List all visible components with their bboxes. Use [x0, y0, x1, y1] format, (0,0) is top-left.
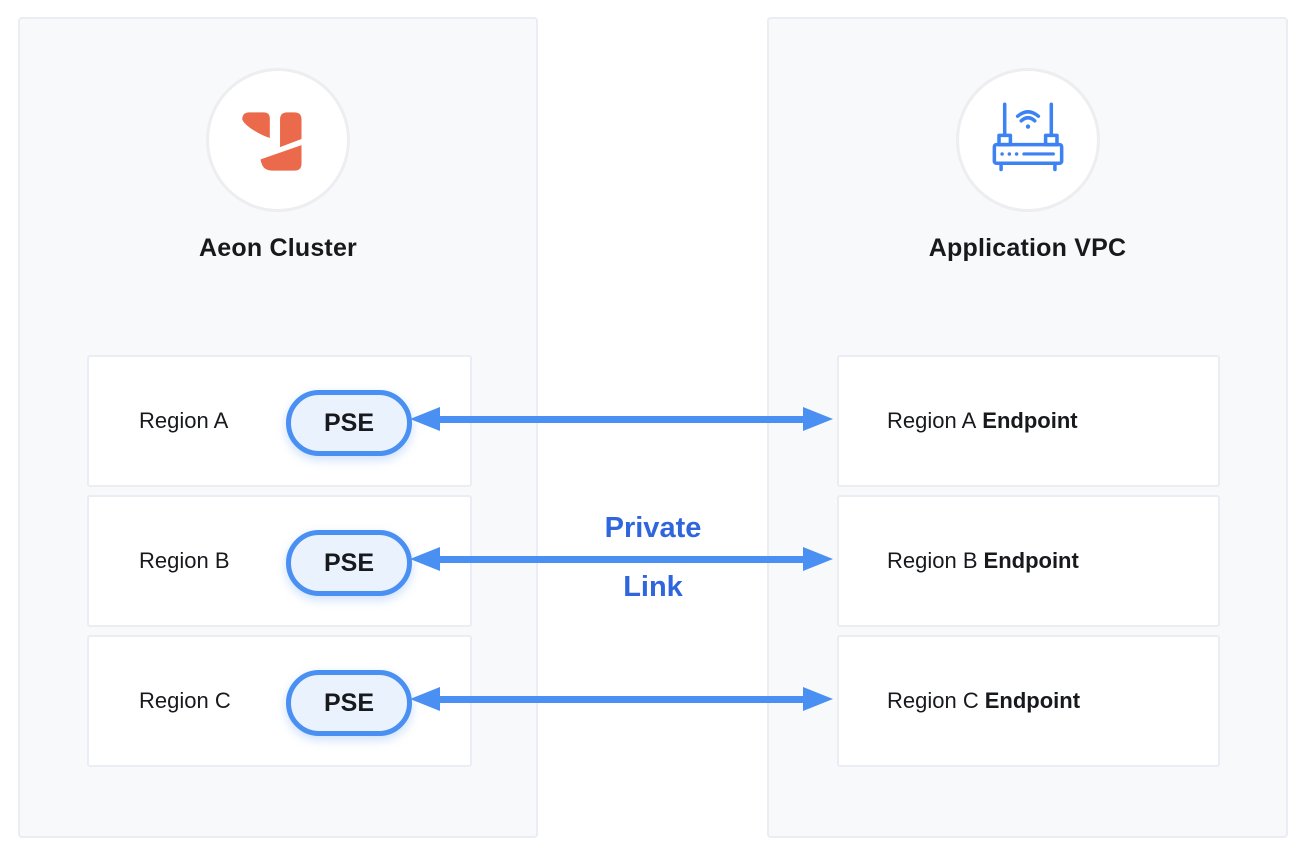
region-c-label: Region C	[139, 688, 231, 713]
arrow-line	[434, 415, 809, 423]
aeon-cluster-title: Aeon Cluster	[199, 234, 357, 262]
arrowhead-right-icon	[803, 547, 833, 571]
private-link-label-line1: Private	[604, 512, 702, 544]
region-b-endpoint-region: Region B	[887, 548, 978, 573]
region-b-pse-row: Region B PSE	[87, 495, 472, 627]
private-link-label-line2: Link	[623, 571, 683, 603]
pse-badge: PSE	[286, 530, 412, 596]
application-vpc-title: Application VPC	[928, 234, 1127, 262]
router-circle	[955, 68, 1100, 212]
region-a-endpoint-suffix: Endpoint	[982, 408, 1078, 433]
arrowhead-right-icon	[803, 407, 833, 431]
region-c-endpoint-region: Region C	[887, 688, 979, 713]
bidirectional-arrow-region-c	[410, 687, 833, 711]
bidirectional-arrow-region-b	[410, 547, 833, 571]
aeon-logo-circle	[206, 68, 350, 212]
bidirectional-arrow-region-a	[410, 407, 833, 431]
region-a-pse-row: Region A PSE	[87, 355, 472, 487]
region-a-label: Region A	[139, 408, 229, 433]
router-icon	[992, 102, 1063, 172]
aeon-cluster-panel: Aeon Cluster Region A PSE Region B PSE R…	[18, 17, 538, 838]
region-a-endpoint-region: Region A	[887, 408, 977, 433]
region-c-pse-row: Region C PSE	[87, 635, 472, 767]
region-b-label: Region B	[139, 548, 230, 573]
arrow-line	[434, 555, 809, 563]
pse-badge: PSE	[286, 670, 412, 736]
arrow-line	[434, 695, 809, 703]
pse-badge: PSE	[286, 390, 412, 456]
aeon-logo-icon	[242, 112, 302, 171]
region-c-endpoint-suffix: Endpoint	[984, 688, 1081, 713]
arrowhead-right-icon	[803, 687, 833, 711]
region-b-endpoint-suffix: Endpoint	[983, 548, 1079, 573]
